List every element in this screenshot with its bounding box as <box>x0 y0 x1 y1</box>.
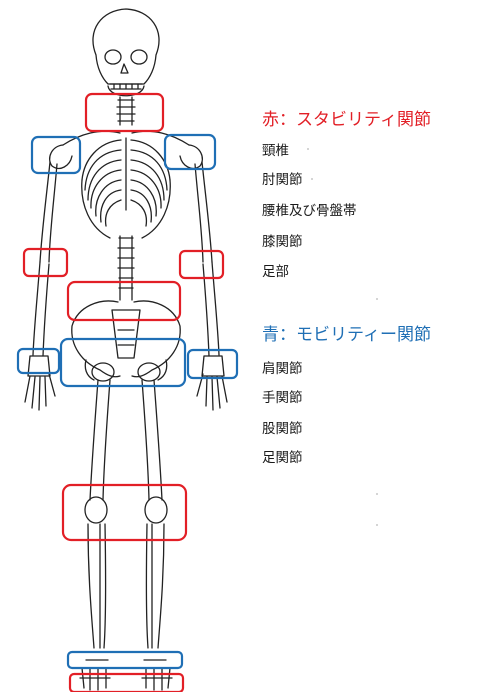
stray-dot <box>376 493 378 495</box>
stability-item-foot: 足部 <box>262 260 289 280</box>
mobility-markers <box>18 135 237 668</box>
marker-right-elbow <box>180 251 223 278</box>
stray-dot <box>311 178 313 180</box>
left-leg <box>80 380 110 690</box>
right-leg <box>142 380 172 690</box>
stability-item-cervical: 頸椎 <box>262 139 289 159</box>
stability-item-elbow: 肘関節 <box>262 168 303 188</box>
marker-left-elbow <box>24 249 67 276</box>
mobility-legend-title: 青：モビリティー関節 <box>262 320 431 345</box>
marker-feet <box>70 674 183 692</box>
mobility-item-hip: 股関節 <box>262 417 303 437</box>
stability-item-lumbar-pelvis: 腰椎及び骨盤帯 <box>262 199 357 219</box>
right-arm <box>195 162 227 410</box>
stray-dot <box>376 298 378 300</box>
marker-right-wrist <box>188 350 237 378</box>
stability-item-knee: 膝関節 <box>262 230 303 250</box>
stability-legend-title: 赤：スタビリティ関節 <box>262 105 431 130</box>
lumbar-spine <box>118 236 134 300</box>
pelvis <box>72 301 180 381</box>
marker-knees <box>63 485 186 540</box>
cervical-spine <box>117 97 135 125</box>
marker-left-wrist <box>18 349 59 373</box>
mobility-item-shoulder: 肩関節 <box>262 357 303 377</box>
stray-dot <box>376 524 378 526</box>
mobility-item-wrist: 手関節 <box>262 386 303 406</box>
mobility-item-ankle: 足関節 <box>262 446 303 466</box>
rib-cage <box>82 138 171 238</box>
stray-dot <box>307 148 309 150</box>
marker-right-shoulder <box>165 135 215 169</box>
skull <box>93 9 159 96</box>
